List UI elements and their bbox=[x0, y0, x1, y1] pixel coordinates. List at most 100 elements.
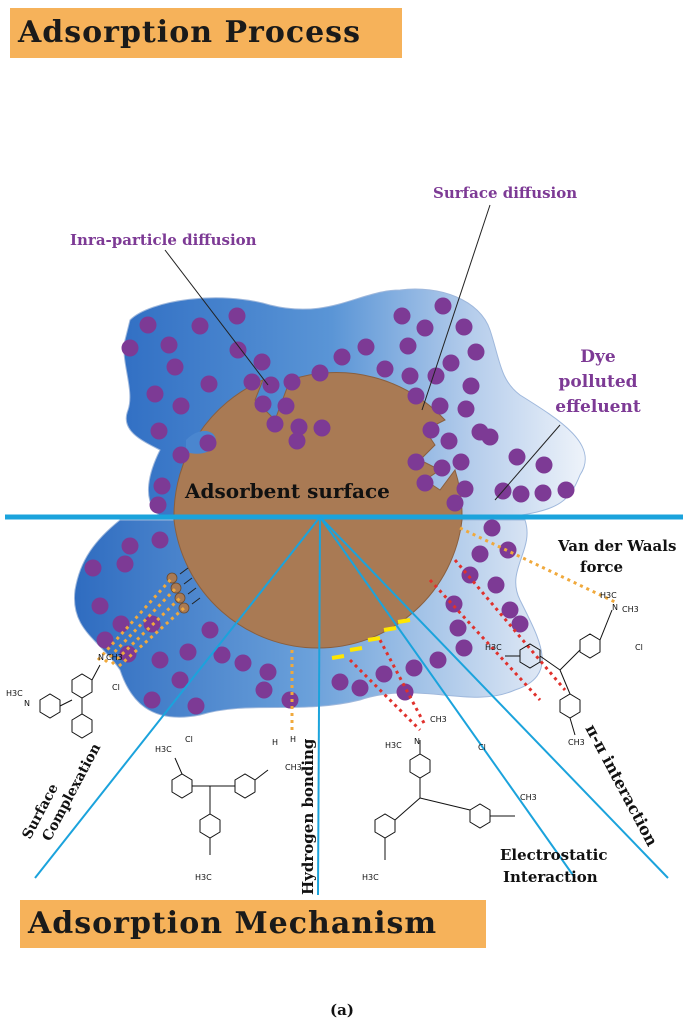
chem-ch3-right2: CH3 bbox=[568, 738, 585, 747]
chem-ch3-center2: CH3 bbox=[520, 793, 537, 802]
dye-molecule-dot bbox=[160, 336, 178, 354]
dye-molecule-dot bbox=[277, 397, 295, 415]
figure-caption: (a) bbox=[330, 1001, 354, 1019]
chem-h3c-center2: H3C bbox=[362, 873, 379, 882]
label-dye-2: polluted bbox=[558, 372, 637, 392]
chem-n-right: N bbox=[612, 603, 618, 612]
dye-molecule-dot bbox=[151, 651, 169, 669]
dye-structure-bottom-left bbox=[171, 757, 269, 855]
dye-molecule-dot bbox=[179, 643, 197, 661]
dye-structures bbox=[39, 609, 613, 860]
dye-molecule-dot bbox=[452, 453, 470, 471]
dye-molecule-dot bbox=[281, 691, 299, 709]
pi-pi-and-electrostatic-dotted-lines bbox=[348, 559, 567, 732]
complexation-sites bbox=[166, 567, 201, 614]
dye-molecule-dot bbox=[288, 432, 306, 450]
dye-molecule-dot bbox=[535, 456, 553, 474]
dye-molecule-dot bbox=[171, 671, 189, 689]
chem-ch3-left: CH3 bbox=[106, 653, 123, 662]
dye-molecule-dot bbox=[481, 428, 499, 446]
chem-h-mid: H bbox=[272, 738, 278, 747]
dye-molecule-dot bbox=[311, 364, 329, 382]
chem-cl-right: Cl bbox=[635, 643, 643, 652]
dye-molecule-dot bbox=[201, 621, 219, 639]
dye-molecule-dot bbox=[455, 318, 473, 336]
dye-molecule-dot bbox=[357, 338, 375, 356]
dye-molecule-dot bbox=[427, 367, 445, 385]
dye-molecule-dot bbox=[557, 481, 575, 499]
dye-molecule-dot bbox=[153, 477, 171, 495]
label-adsorbent: Adsorbent surface bbox=[184, 479, 390, 503]
dye-molecule-dot bbox=[512, 485, 530, 503]
dye-molecule-dot bbox=[187, 697, 205, 715]
top-title: Adsorption Process bbox=[18, 15, 361, 50]
dye-molecule-dot bbox=[499, 541, 517, 559]
dye-molecule-dot bbox=[200, 375, 218, 393]
dye-molecule-dot bbox=[407, 387, 425, 405]
adsorbent-particle bbox=[173, 372, 463, 649]
dye-molecule-dot bbox=[449, 619, 467, 637]
dye-molecule-dot bbox=[431, 397, 449, 415]
dye-molecule-dot bbox=[471, 545, 489, 563]
chem-ch3-right: CH3 bbox=[622, 605, 639, 614]
chem-n-left2: N bbox=[24, 699, 30, 708]
dye-molecule-dot bbox=[199, 434, 217, 452]
dye-molecule-dot bbox=[445, 595, 463, 613]
dye-molecule-dot bbox=[262, 376, 280, 394]
dye-molecules bbox=[84, 297, 575, 715]
dye-molecule-dot bbox=[143, 691, 161, 709]
dye-molecule-dot bbox=[333, 348, 351, 366]
dye-molecule-dot bbox=[433, 459, 451, 477]
dye-molecule-dot bbox=[375, 665, 393, 683]
dye-molecule-dot bbox=[313, 419, 331, 437]
dye-molecule-dot bbox=[416, 474, 434, 492]
dye-molecule-dot bbox=[191, 317, 209, 335]
dye-molecule-dot bbox=[254, 395, 272, 413]
dye-molecule-dot bbox=[229, 341, 247, 359]
dye-molecule-dot bbox=[243, 373, 261, 391]
dye-molecule-dot bbox=[442, 354, 460, 372]
dye-molecule-dot bbox=[467, 343, 485, 361]
dye-structure-right bbox=[505, 609, 613, 736]
dye-molecule-dot bbox=[399, 337, 417, 355]
chem-h3c-bottom: H3C bbox=[195, 873, 212, 882]
label-intra-particle: Inra-particle diffusion bbox=[70, 231, 257, 249]
dye-molecule-dot bbox=[150, 422, 168, 440]
chem-cl-left: Cl bbox=[112, 683, 120, 692]
dye-molecule-dot bbox=[376, 360, 394, 378]
bottom-title-banner: Adsorption Mechanism bbox=[20, 900, 486, 948]
chem-n-center: N bbox=[414, 737, 420, 746]
van-der-waals-and-complexation-dotted-lines bbox=[96, 526, 616, 730]
chem-h-mid2: H bbox=[290, 735, 296, 744]
label-hydrogen: Hydrogen bonding bbox=[299, 738, 317, 895]
dye-molecule-dot bbox=[422, 421, 440, 439]
label-electro-2: Interaction bbox=[503, 868, 598, 886]
dye-molecule-dot bbox=[172, 446, 190, 464]
dye-molecule-dot bbox=[290, 418, 308, 436]
dye-molecule-dot bbox=[429, 651, 447, 669]
chem-h3c-right: H3C bbox=[600, 591, 617, 600]
dye-molecule-dot bbox=[96, 631, 114, 649]
dye-molecule-dot bbox=[84, 559, 102, 577]
chem-ch3-center: CH3 bbox=[430, 715, 447, 724]
dye-molecule-dot bbox=[508, 448, 526, 466]
label-surface-diffusion: Surface diffusion bbox=[433, 184, 577, 202]
dye-molecule-dot bbox=[393, 307, 411, 325]
dye-molecule-dot bbox=[456, 480, 474, 498]
dye-molecule-dot bbox=[461, 566, 479, 584]
dye-structure-left bbox=[39, 664, 101, 739]
dye-molecule-dot bbox=[266, 415, 284, 433]
dye-molecule-dot bbox=[149, 496, 167, 514]
pointer-lines bbox=[164, 204, 561, 501]
dye-structure-bottom-center bbox=[374, 740, 515, 860]
bottom-title: Adsorption Mechanism bbox=[28, 906, 438, 941]
label-dye-3: effeluent bbox=[555, 397, 641, 417]
dye-molecule-dot bbox=[139, 316, 157, 334]
mechanism-divider-lines bbox=[34, 516, 669, 896]
chem-cl-mid: Cl bbox=[185, 735, 193, 744]
chem-cl-center: Cl bbox=[478, 743, 486, 752]
label-vdw-1: Van der Waals bbox=[557, 537, 676, 555]
dye-molecule-dot bbox=[146, 385, 164, 403]
dye-molecule-dot bbox=[534, 484, 552, 502]
dye-molecule-dot bbox=[213, 646, 231, 664]
